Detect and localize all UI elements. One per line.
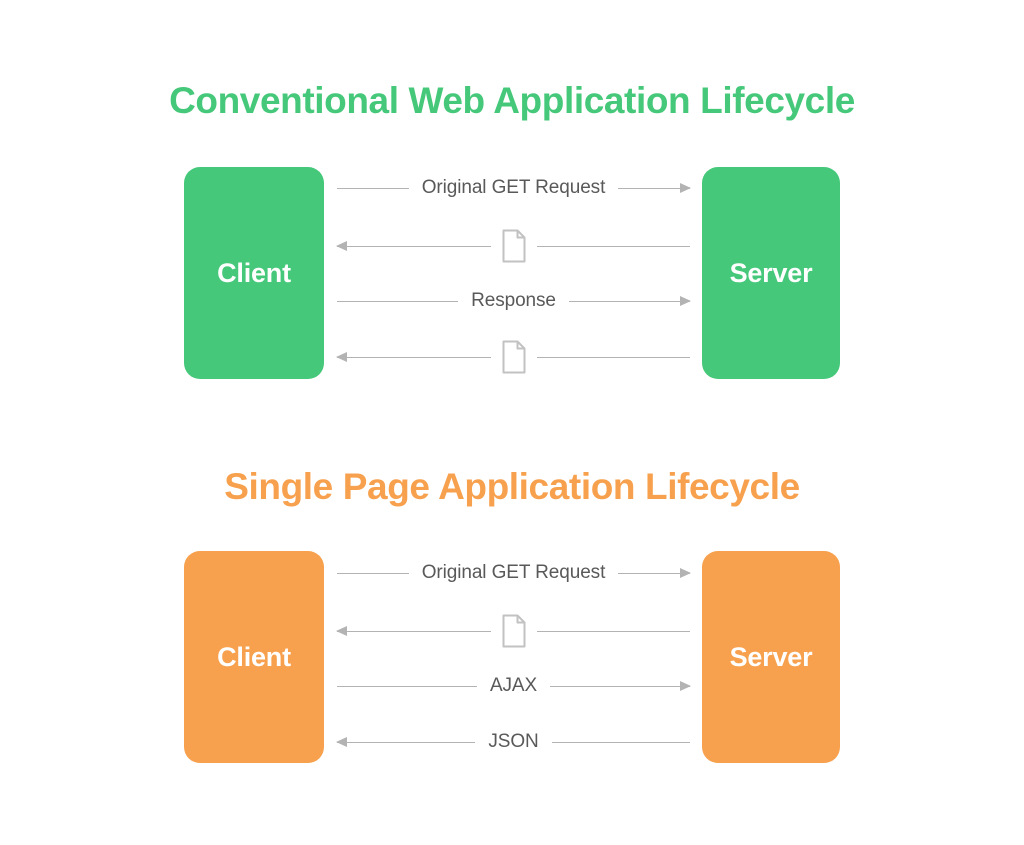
arrow-right-icon — [680, 680, 691, 691]
conventional-flow-label-1: Original GET Request — [408, 177, 619, 199]
conventional-flow-row-3: Response — [337, 284, 691, 318]
arrow-left-icon — [336, 240, 347, 251]
conventional-server-label: Server — [729, 257, 813, 288]
conventional-server-box: Server — [702, 167, 840, 379]
spa-flow-label-4: JSON — [475, 731, 552, 753]
spa-client-box: Client — [184, 551, 324, 763]
arrow-left-icon — [336, 736, 347, 747]
arrow-left-icon — [336, 351, 347, 362]
spa-flow-row-3: AJAX — [337, 669, 691, 703]
spa-server-box: Server — [702, 551, 840, 763]
arrow-right-icon — [680, 182, 691, 193]
arrow-right-icon — [680, 567, 691, 578]
conventional-flow-row-4 — [336, 340, 690, 374]
document-icon — [490, 229, 537, 263]
conventional-flow-row-1: Original GET Request — [337, 171, 691, 205]
spa-lifecycle-title: Single Page Application Lifecycle — [224, 466, 800, 507]
spa-flow-row-4: JSON — [336, 725, 690, 759]
conventional-flow-label-3: Response — [458, 290, 569, 312]
conventional-lifecycle-title: Conventional Web Application Lifecycle — [169, 80, 855, 121]
document-icon — [490, 340, 537, 374]
document-icon — [490, 614, 537, 648]
spa-flow-row-2 — [336, 614, 690, 648]
spa-flow-label-1: Original GET Request — [408, 562, 619, 584]
spa-server-label: Server — [729, 641, 813, 672]
conventional-flow-row-2 — [336, 229, 690, 263]
conventional-client-box: Client — [184, 167, 324, 379]
conventional-client-label: Client — [217, 257, 291, 288]
arrow-right-icon — [680, 295, 691, 306]
arrow-left-icon — [336, 625, 347, 636]
spa-flow-label-3: AJAX — [476, 675, 551, 697]
spa-flow-row-1: Original GET Request — [337, 556, 691, 590]
spa-client-label: Client — [217, 641, 291, 672]
